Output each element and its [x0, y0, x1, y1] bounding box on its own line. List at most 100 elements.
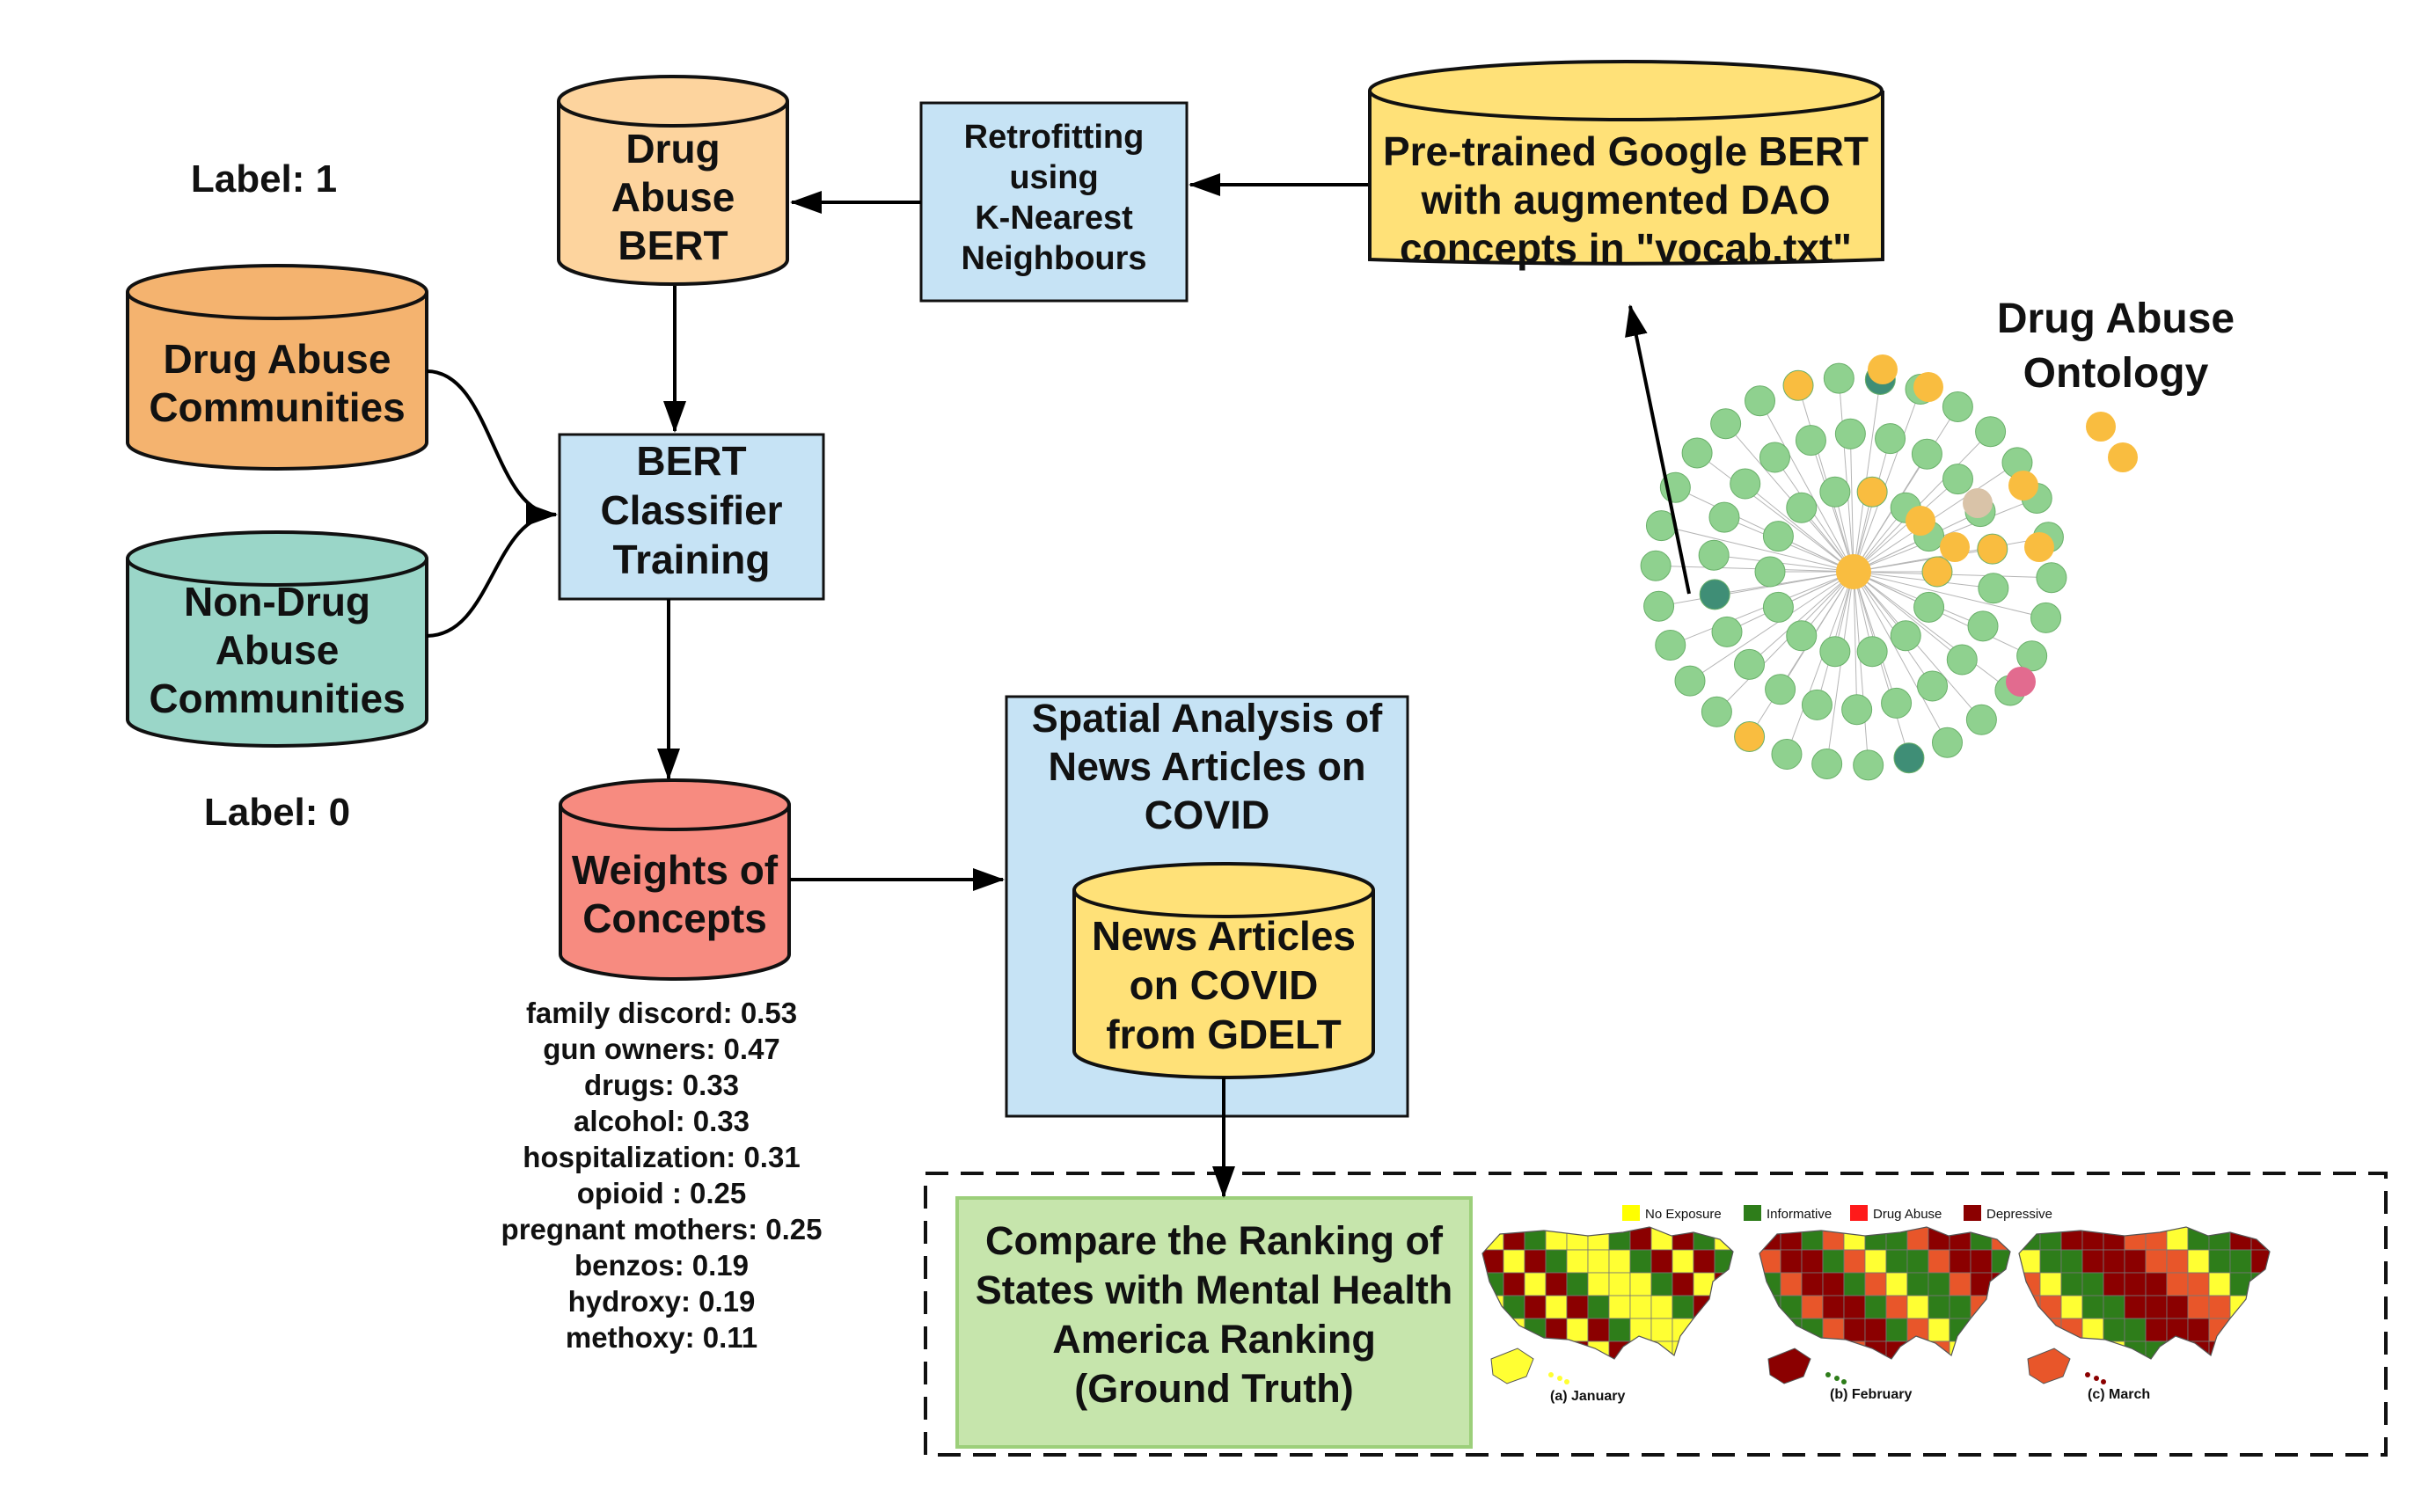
retrofitting-box: Retrofitting using K-Nearest Neighbours	[919, 101, 1189, 303]
ontology-node	[1893, 742, 1925, 774]
ontology-node	[1911, 438, 1942, 470]
us-map	[1759, 1226, 2011, 1384]
ontology-node	[1734, 648, 1766, 680]
ontology-node	[1711, 616, 1743, 647]
legend-swatch-drug-abuse	[1850, 1205, 1868, 1221]
ontology-node	[1759, 442, 1790, 473]
ontology-node	[1745, 385, 1776, 417]
compare-line4: (Ground Truth)	[1074, 1366, 1353, 1411]
compare-line3: America Ranking	[1052, 1317, 1376, 1362]
ontology-node	[1868, 354, 1898, 384]
drug-abuse-bert-line1: Drug	[625, 126, 720, 172]
label-1: Label: 1	[191, 157, 337, 201]
weights-line1: Weights of	[572, 847, 779, 893]
ontology-node	[1701, 696, 1732, 727]
ontology-node	[2006, 667, 2036, 697]
ontology-node	[1655, 629, 1686, 661]
ontology-node	[2016, 640, 2048, 672]
ontology-node	[1875, 423, 1906, 455]
ontology-node	[1771, 739, 1803, 771]
ontology-node	[1946, 644, 1978, 676]
weight-item: pregnant mothers: 0.25	[501, 1213, 823, 1245]
ontology-node	[1754, 556, 1786, 588]
ontology-node	[1823, 362, 1854, 394]
ontology-node	[1977, 533, 2008, 565]
legend-swatch-informative	[1744, 1205, 1761, 1221]
ontology-node	[1913, 591, 1945, 623]
drug-abuse-communities-cylinder: Drug Abuse Communities	[126, 264, 428, 471]
us-map	[2018, 1226, 2271, 1384]
ontology-title-line1: Drug Abuse	[1997, 296, 2235, 342]
legend-informative: Informative	[1767, 1207, 1832, 1222]
ontology-node	[1801, 689, 1832, 720]
weight-item: drugs: 0.33	[584, 1069, 739, 1101]
weight-item: alcohol: 0.33	[574, 1105, 750, 1137]
ontology-node	[1921, 556, 1953, 588]
ontology-node	[2086, 412, 2116, 442]
ontology-node	[1819, 476, 1851, 508]
spatial-analysis-line1: Spatial Analysis of	[1032, 696, 1383, 741]
spatial-analysis-line2: News Articles on	[1049, 744, 1366, 789]
retrofitting-line4: Neighbours	[961, 240, 1146, 277]
ontology-node	[2024, 532, 2054, 562]
pretrained-bert-cylinder: Pre-trained Google BERT with augmented D…	[1368, 60, 1884, 271]
ontology-node	[1734, 721, 1766, 753]
drug-abuse-bert-line2: Abuse	[611, 174, 735, 220]
ontology-node	[2036, 562, 2067, 594]
weights-line2: Concepts	[582, 895, 767, 941]
drug-abuse-communities-line2: Communities	[149, 384, 405, 430]
ontology-node	[1841, 694, 1873, 726]
evaluation-dashed-container	[924, 1172, 2388, 1457]
ontology-node	[1730, 468, 1761, 500]
ontology-node	[1890, 620, 1921, 652]
arrows	[426, 173, 1691, 1198]
non-drug-line3: Communities	[149, 676, 405, 721]
arrow-ndac-to-classifier	[426, 513, 557, 638]
map-legend: No Exposure Informative Drug Abuse Depre…	[1622, 1205, 2052, 1222]
map-caption-march: (c) March	[2088, 1387, 2150, 1402]
pretrained-bert-line3: concepts in "vocab.txt"	[1400, 225, 1852, 271]
ontology-node	[1765, 674, 1796, 705]
weight-item: gun owners: 0.47	[543, 1033, 780, 1065]
drug-abuse-bert-line3: BERT	[618, 223, 728, 268]
pretrained-bert-line2: with augmented DAO	[1420, 177, 1830, 223]
ontology-node	[1762, 591, 1794, 623]
ontology-node	[1786, 620, 1818, 652]
ontology-title-line2: Ontology	[2023, 350, 2209, 397]
legend-swatch-depressive	[1964, 1205, 1981, 1221]
map-caption-february: (b) February	[1830, 1387, 1912, 1402]
ontology-node	[1762, 521, 1794, 552]
ontology-node	[1906, 506, 1935, 536]
news-articles-line1: News Articles	[1092, 913, 1356, 959]
ontology-node	[1967, 610, 1999, 642]
weight-item: opioid : 0.25	[577, 1177, 747, 1209]
news-articles-line2: on COVID	[1130, 962, 1319, 1008]
ontology-node	[1942, 464, 1973, 495]
ontology-node	[1942, 391, 1973, 422]
ontology-node	[1853, 749, 1884, 781]
drug-abuse-bert-cylinder: Drug Abuse BERT	[557, 75, 789, 286]
ontology-node	[1978, 573, 2009, 604]
ontology-node	[1819, 636, 1851, 668]
ontology-node	[1710, 408, 1742, 440]
compare-box: Compare the Ranking of States with Menta…	[955, 1196, 1473, 1449]
spatial-analysis-line3: COVID	[1145, 793, 1270, 837]
ontology-graph	[1640, 354, 2138, 781]
spatial-analysis-box: Spatial Analysis of News Articles on COV…	[1005, 695, 1409, 1118]
ontology-node	[1681, 437, 1713, 469]
ontology-node	[1786, 492, 1818, 523]
ontology-node	[2008, 471, 2038, 500]
retrofitting-line3: K-Nearest	[975, 200, 1133, 237]
ontology-node	[1913, 372, 1943, 402]
ontology-node	[1699, 579, 1730, 610]
map-caption-january: (a) January	[1550, 1389, 1625, 1404]
weights-cylinder: Weights of Concepts	[559, 778, 791, 981]
ontology-node	[1881, 687, 1913, 719]
non-drug-line1: Non-Drug	[184, 579, 370, 625]
ontology-node	[1965, 704, 1997, 735]
ontology-node	[1795, 425, 1826, 457]
ontology-node	[1698, 539, 1730, 571]
ontology-node	[1643, 590, 1675, 622]
